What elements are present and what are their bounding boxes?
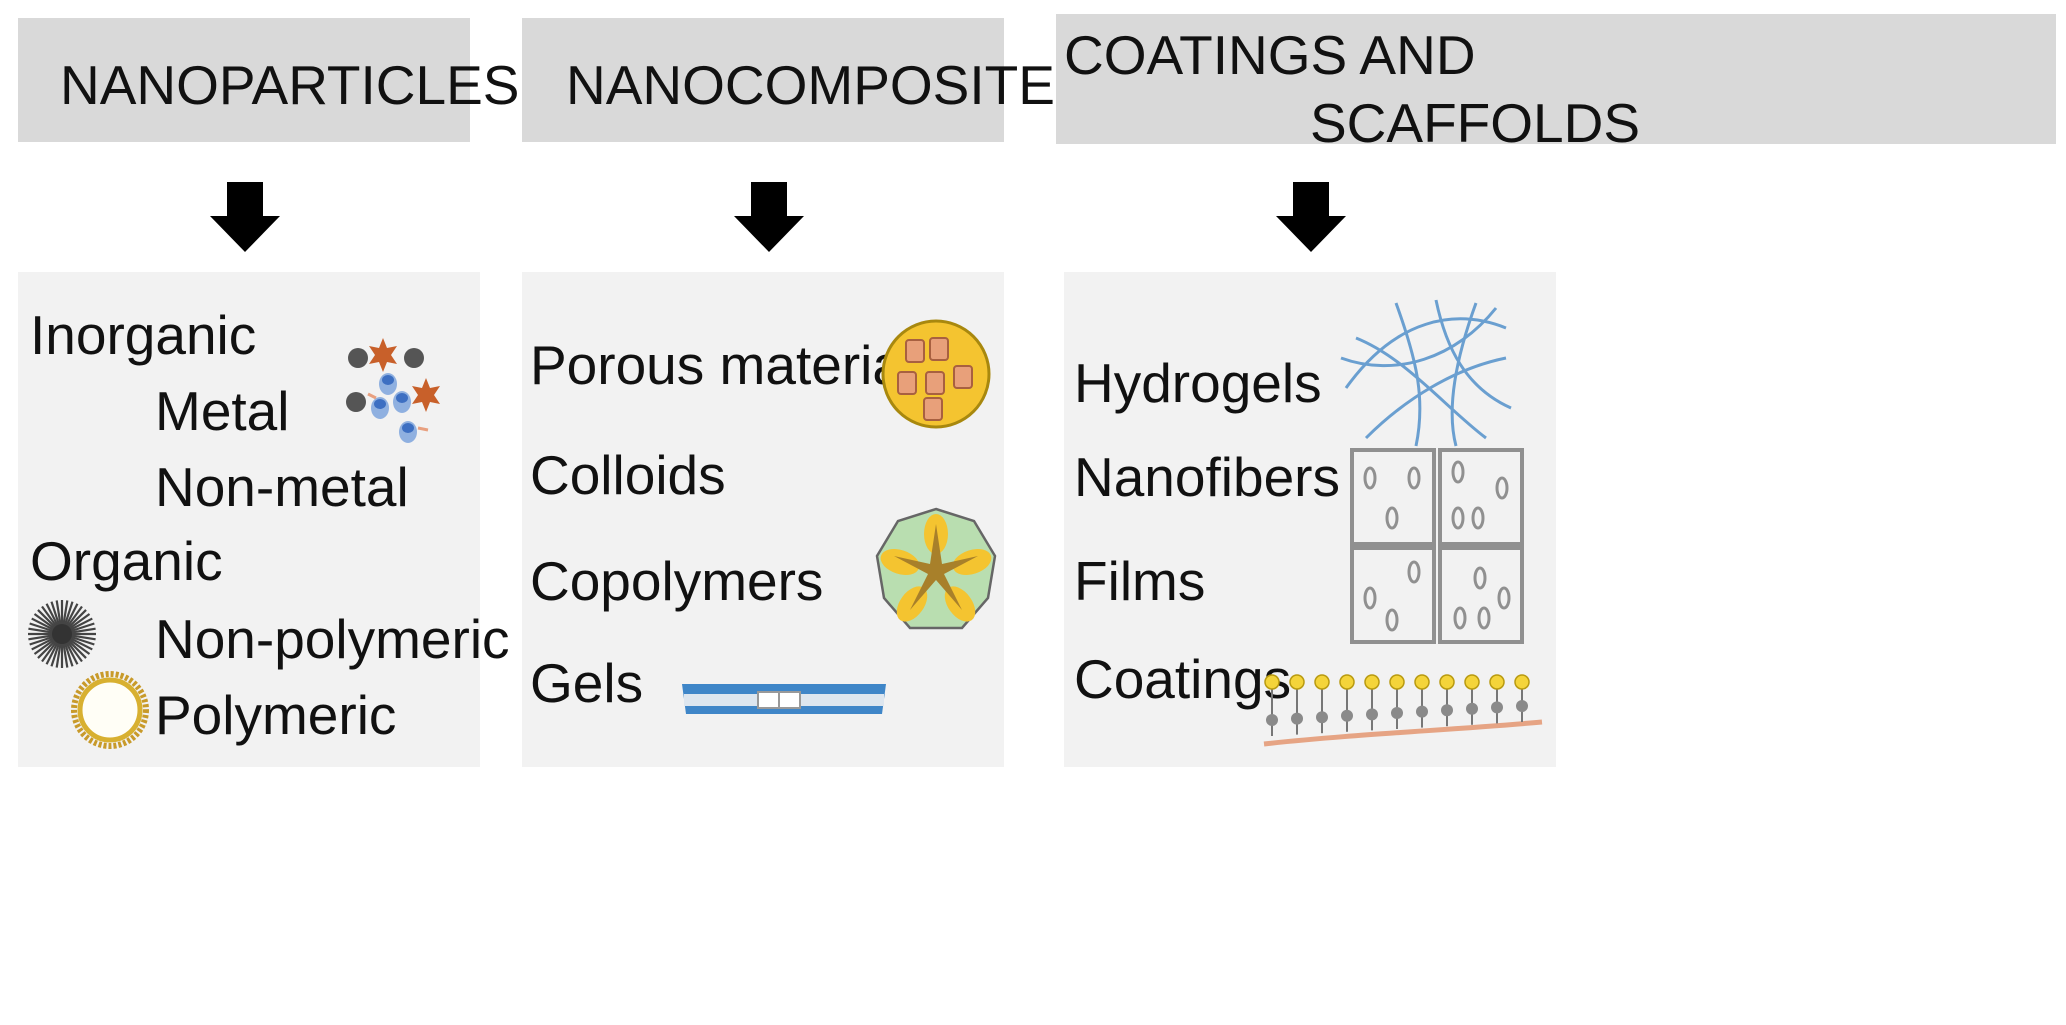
starburst-icon bbox=[28, 600, 96, 668]
header-coatings-line1: COATINGS AND bbox=[1064, 24, 1476, 86]
item-porous-materials: Porous materials bbox=[530, 334, 943, 396]
porous-material-icon bbox=[881, 319, 991, 429]
header-nanocomposites-label: NANOCOMPOSITES bbox=[566, 54, 1092, 116]
item-hydrogels: Hydrogels bbox=[1074, 352, 1322, 414]
item-copolymers: Copolymers bbox=[530, 550, 824, 612]
item-gels: Gels bbox=[530, 652, 644, 714]
panel-nanocomposites: Porous materials Colloids Copolymers Gel… bbox=[522, 272, 1004, 767]
hydrogel-fibers-icon bbox=[1340, 299, 1512, 447]
header-nanoparticles: NANOPARTICLES bbox=[18, 18, 519, 142]
item-organic: Organic bbox=[30, 530, 223, 592]
header-coatings-line2: SCAFFOLDS bbox=[1310, 92, 1641, 154]
header-coatings-scaffolds: COATINGS AND SCAFFOLDS bbox=[1056, 14, 2056, 151]
down-arrow-icon bbox=[1276, 182, 1346, 252]
coating-layer-icon bbox=[1263, 674, 1543, 747]
header-nanocomposites: NANOCOMPOSITES bbox=[522, 18, 1092, 142]
panel-nanoparticles: Inorganic Metal Non-metal Organic Non-po… bbox=[18, 272, 510, 767]
panel-coatings-scaffolds: Hydrogels Nanofibers Films Coatings bbox=[1064, 272, 1556, 767]
item-inorganic: Inorganic bbox=[30, 304, 257, 366]
down-arrow-icon bbox=[734, 182, 804, 252]
item-colloids: Colloids bbox=[530, 444, 726, 506]
polymer-ring-icon bbox=[71, 671, 149, 749]
item-metal: Metal bbox=[155, 380, 290, 442]
item-polymeric: Polymeric bbox=[155, 684, 397, 746]
item-films: Films bbox=[1074, 550, 1206, 612]
film-grid-icon bbox=[1350, 448, 1524, 644]
metal-nanoparticles-icon bbox=[346, 338, 440, 443]
header-nanoparticles-label: NANOPARTICLES bbox=[60, 54, 520, 116]
copolymer-icon bbox=[875, 507, 997, 630]
item-non-polymeric: Non-polymeric bbox=[155, 608, 510, 670]
down-arrow-icon bbox=[210, 182, 280, 252]
item-nanofibers: Nanofibers bbox=[1074, 446, 1340, 508]
gel-icon bbox=[682, 684, 886, 714]
item-non-metal: Non-metal bbox=[155, 456, 409, 518]
item-coatings: Coatings bbox=[1074, 648, 1292, 710]
